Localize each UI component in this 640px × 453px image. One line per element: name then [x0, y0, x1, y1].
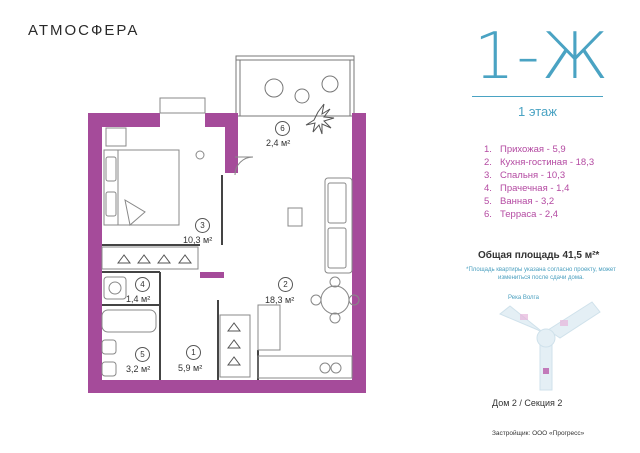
room-number-6: 6	[275, 121, 290, 136]
area-note: *Площадь квартиры указана согласно проек…	[466, 267, 616, 281]
legend-item: 3.Спальня - 10,3	[484, 170, 566, 181]
legend-item: 5.Ванная - 3,2	[484, 196, 555, 207]
legend-item: 1.Прихожая - 5,9	[484, 144, 566, 155]
developer: Застройщик: ООО «Прогресс»	[492, 430, 585, 437]
room-area-2: 18,3 м²	[265, 295, 295, 305]
terrace	[235, 55, 355, 117]
plant-icon	[305, 103, 335, 135]
room-area-6: 2,4 м²	[266, 138, 291, 148]
room-area-3: 10,3 м²	[183, 235, 213, 245]
apartment-type: 1-Ж	[473, 20, 611, 94]
room-number-4: 4	[135, 277, 150, 292]
total-area: Общая площадь 41,5 м²*	[478, 250, 600, 261]
legend-item: 4.Прачечная - 1,4	[484, 183, 570, 194]
walls	[88, 113, 366, 393]
room-number-1: 1	[186, 345, 201, 360]
room-area-4: 1,4 м²	[126, 294, 151, 304]
room-number-2: 2	[278, 277, 293, 292]
room-legend: 1.Прихожая - 5,9 2.Кухня-гостиная - 18,3…	[484, 143, 594, 221]
legend-item: 2.Кухня-гостиная - 18,3	[484, 157, 595, 168]
legend-item: 6.Терраса - 2,4	[484, 209, 559, 220]
title-divider	[472, 96, 603, 97]
brand-logo: АТМОСФЕРА	[28, 22, 140, 39]
room-area-5: 3,2 м²	[126, 364, 151, 374]
floor-label: 1 этаж	[518, 104, 557, 119]
room-number-3: 3	[195, 218, 210, 233]
house-section: Дом 2 / Секция 2	[492, 398, 563, 408]
room-area-1: 5,9 м²	[178, 363, 203, 373]
river-label: Река Волга	[508, 295, 539, 301]
room-number-5: 5	[135, 347, 150, 362]
